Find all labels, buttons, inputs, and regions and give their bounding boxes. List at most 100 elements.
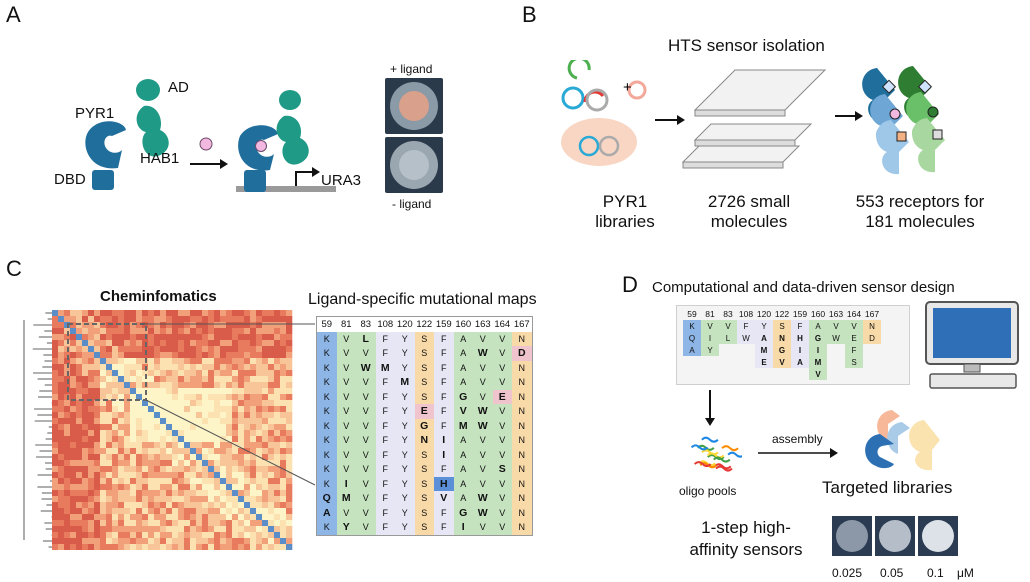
sensors-label: 1-step high- affinity sensors — [689, 518, 803, 559]
design-cell: E — [755, 356, 773, 368]
design-cell: G — [809, 332, 827, 344]
design-position-header: 59 — [687, 309, 697, 319]
map-cell: V — [356, 491, 376, 506]
map-cell: S — [414, 360, 434, 375]
map-cell: K — [317, 360, 337, 375]
similarity-heatmap — [52, 310, 293, 550]
map-cell: V — [336, 418, 356, 433]
spot-0-025 — [832, 516, 872, 556]
panel-a-letter: A — [6, 2, 21, 27]
design-cell: V — [845, 320, 863, 332]
map-cell: K — [317, 375, 337, 390]
map-cell: V — [336, 375, 356, 390]
receptor-cluster — [862, 66, 945, 175]
map-cell: K — [317, 331, 337, 346]
map-cell: V — [492, 491, 512, 506]
map-cell: V — [356, 433, 376, 448]
map-cell: M — [375, 360, 395, 375]
map-cell: K — [317, 447, 337, 462]
map-cell: I — [434, 433, 454, 448]
pyr1-label: PYR1 — [75, 105, 115, 122]
map-cell: Y — [395, 346, 415, 361]
map-cell: V — [356, 462, 376, 477]
map-cell: G — [453, 505, 473, 520]
map-cell: V — [473, 462, 493, 477]
design-cell — [719, 368, 737, 380]
map-cell: Q — [317, 491, 337, 506]
map-cell: Y — [395, 389, 415, 404]
pyr1-dbd-protein — [85, 121, 126, 190]
map-cell: V — [492, 505, 512, 520]
map-cell: V — [356, 346, 376, 361]
map-cell: F — [375, 447, 395, 462]
map-cell: S — [414, 476, 434, 491]
map-cell: Y — [395, 462, 415, 477]
map-cell: V — [492, 520, 512, 535]
map-cell: V — [473, 520, 493, 535]
design-position-header: 163 — [828, 309, 844, 319]
map-position-header: 159 — [434, 317, 454, 332]
dendrogram — [23, 312, 52, 548]
map-cell: N — [512, 491, 532, 506]
map-cell: N — [512, 462, 532, 477]
design-cell — [863, 368, 881, 380]
targeted-libraries-icon — [865, 410, 940, 471]
conc-0-025: 0.025 — [832, 566, 863, 580]
map-cell: K — [317, 462, 337, 477]
ura3-label: URA3 — [321, 172, 362, 189]
map-cell: L — [356, 331, 376, 346]
plus-ligand-label: + ligand — [390, 62, 433, 76]
map-cell: V — [473, 447, 493, 462]
design-cell: M — [755, 344, 773, 356]
map-cell: F — [434, 462, 454, 477]
map-position-header: 163 — [473, 317, 493, 332]
map-cell: I — [434, 447, 454, 462]
map-cell: V — [492, 476, 512, 491]
map-cell: W — [473, 491, 493, 506]
map-cell: A — [453, 462, 473, 477]
map-cell: I — [336, 476, 356, 491]
conc-0-05: 0.05 — [880, 566, 904, 580]
map-cell: V — [473, 331, 493, 346]
map-cell: N — [512, 360, 532, 375]
design-cell: A — [809, 320, 827, 332]
map-cell: F — [375, 389, 395, 404]
minus-ligand-label: - ligand — [392, 197, 432, 211]
design-cell — [755, 368, 773, 380]
conc-unit: μM — [957, 566, 974, 580]
map-cell: V — [336, 462, 356, 477]
map-cell: F — [375, 520, 395, 535]
design-cell — [773, 368, 791, 380]
libraries-label: PYR1 libraries — [595, 192, 655, 231]
map-cell: V — [492, 433, 512, 448]
map-cell: S — [414, 389, 434, 404]
map-cell: A — [453, 331, 473, 346]
design-cell — [863, 344, 881, 356]
map-cell: W — [356, 360, 376, 375]
dbd-label: DBD — [54, 171, 86, 188]
map-cell: V — [356, 389, 376, 404]
map-cell: W — [473, 404, 493, 419]
design-cell — [701, 356, 719, 368]
map-cell: V — [492, 346, 512, 361]
maps-title: Ligand-specific mutational maps — [308, 291, 537, 308]
map-cell: I — [453, 520, 473, 535]
map-cell: V — [492, 447, 512, 462]
hab1-ad-protein — [136, 79, 169, 157]
design-cell: W — [737, 332, 755, 344]
assembly-label: assembly — [772, 432, 823, 446]
design-cell: N — [773, 332, 791, 344]
computer-icon — [925, 301, 1019, 389]
design-cell: N — [863, 320, 881, 332]
design-cell: I — [701, 332, 719, 344]
map-cell: V — [356, 418, 376, 433]
map-cell: V — [492, 404, 512, 419]
map-cell: N — [512, 505, 532, 520]
design-cell — [827, 344, 845, 356]
design-cell — [791, 368, 809, 380]
map-cell: S — [414, 505, 434, 520]
design-cell: K — [683, 320, 701, 332]
map-cell: K — [317, 520, 337, 535]
